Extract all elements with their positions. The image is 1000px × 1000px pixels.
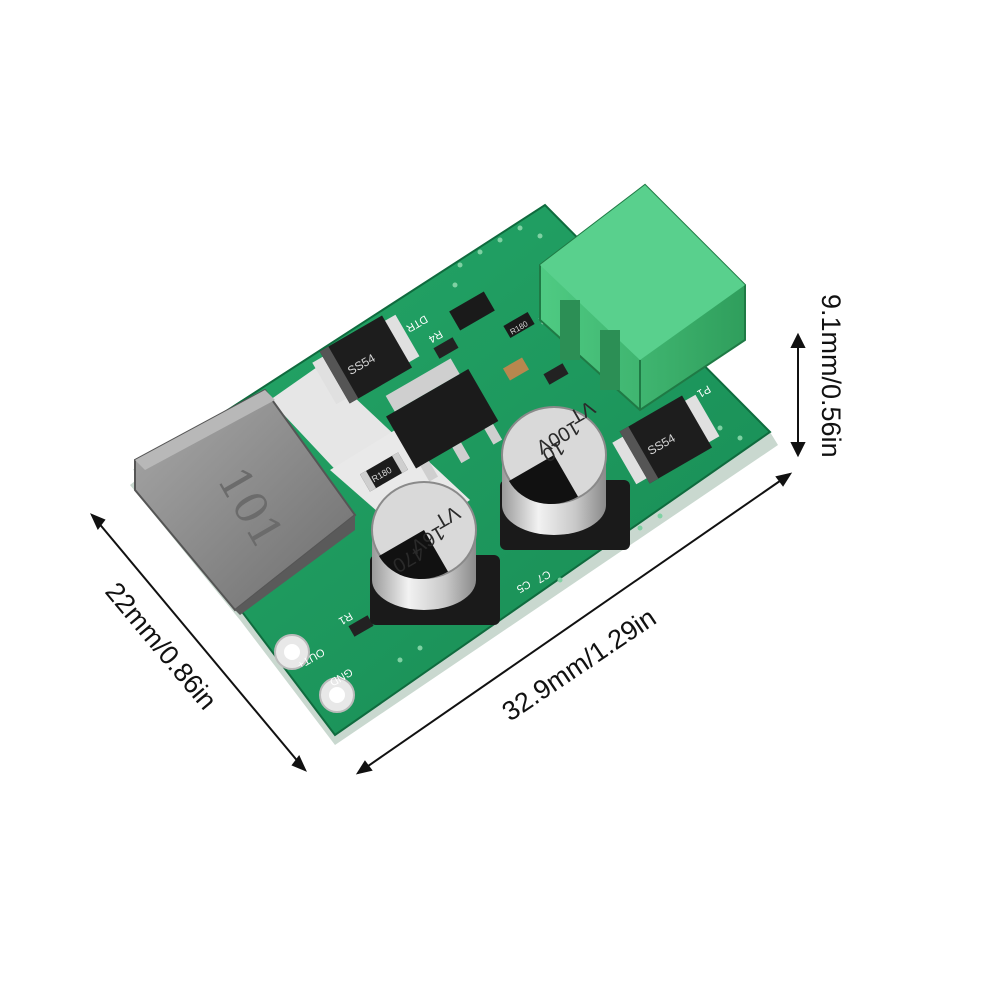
smd-resistor	[543, 363, 569, 385]
mounting-hole	[274, 634, 310, 670]
smd-resistor	[348, 615, 374, 637]
mounting-hole	[319, 677, 355, 713]
dimension-length-arrow	[355, 472, 793, 775]
diode-left: SS54	[312, 314, 420, 405]
capacitor-10: 10 100V VT	[500, 396, 630, 550]
dimension-width-arrow	[90, 513, 307, 772]
power-inductor: 101	[134, 388, 357, 615]
capacitor-470: 470 16V VT	[370, 481, 500, 625]
dimension-height-label: 9.1mm/0.56in	[816, 294, 846, 458]
silk-p1: P1	[695, 382, 713, 399]
smd-capacitor	[502, 357, 530, 381]
regulator-ic	[385, 358, 503, 482]
smd-resistor-r180: R180	[359, 452, 409, 492]
dimension-height-arrow	[790, 332, 806, 458]
diode-right: SS54	[612, 394, 720, 485]
smd-resistor	[433, 337, 459, 359]
terminal-block	[539, 183, 746, 412]
sot-transistor	[449, 291, 495, 331]
